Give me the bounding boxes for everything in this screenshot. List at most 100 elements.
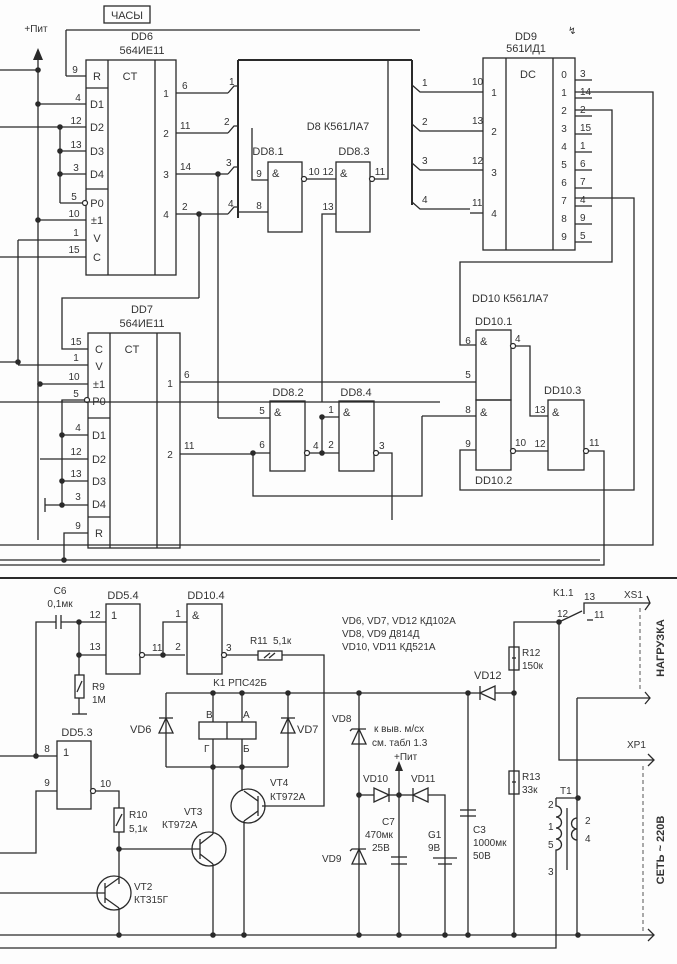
svg-text:8: 8 bbox=[44, 744, 50, 755]
svg-text:VT3: VT3 bbox=[184, 807, 203, 818]
svg-text:25В: 25В bbox=[372, 843, 390, 854]
power-label: +Пит bbox=[24, 24, 48, 35]
diode-vd10: VD10 bbox=[356, 774, 402, 804]
svg-text:470мк: 470мк bbox=[365, 830, 394, 841]
dd9-output-pin: 5 bbox=[580, 231, 586, 242]
svg-text:5,1к: 5,1к bbox=[273, 636, 292, 647]
svg-text:2: 2 bbox=[548, 800, 554, 811]
svg-text:VD7: VD7 bbox=[297, 724, 318, 736]
svg-text:15: 15 bbox=[70, 337, 82, 348]
svg-text:10: 10 bbox=[68, 372, 80, 383]
svg-text:3: 3 bbox=[75, 492, 81, 503]
svg-text:&: & bbox=[552, 407, 560, 419]
svg-text:КТ972А: КТ972А bbox=[270, 792, 306, 803]
dd9-inputs: 10 1 13 2 12 3 11 4 bbox=[470, 77, 497, 220]
svg-text:12: 12 bbox=[70, 447, 82, 458]
transistor-vt2: VT2 КТ315Г bbox=[0, 875, 169, 935]
svg-text:1: 1 bbox=[422, 78, 428, 89]
svg-text:3: 3 bbox=[226, 158, 232, 169]
svg-text:4: 4 bbox=[585, 834, 591, 845]
gate-dd8-3: DD8.3 & 12 13 11 bbox=[321, 60, 389, 402]
svg-text:9: 9 bbox=[72, 65, 78, 76]
svg-text:33к: 33к bbox=[522, 785, 538, 796]
dd8-bus: 1 2 3 4 1 2 3 4 bbox=[224, 59, 470, 218]
svg-text:VD10, VD11 КД521А: VD10, VD11 КД521А bbox=[342, 642, 436, 653]
svg-text:9: 9 bbox=[75, 521, 81, 532]
svg-text:12: 12 bbox=[70, 116, 82, 127]
dd9-chip: DC bbox=[482, 57, 576, 251]
supply-note: к выв. м/сх см. табл 1.3 +Пит bbox=[372, 724, 428, 935]
gate-dd10-3: DD10.3 & 13 12 11 bbox=[0, 385, 605, 566]
dd9-output-num: 0 bbox=[561, 70, 567, 81]
svg-text:9В: 9В bbox=[428, 843, 441, 854]
svg-text:D3: D3 bbox=[92, 476, 106, 488]
svg-text:C7: C7 bbox=[382, 817, 395, 828]
svg-text:2: 2 bbox=[422, 117, 428, 128]
svg-text:D4: D4 bbox=[90, 169, 104, 181]
svg-text:2: 2 bbox=[585, 816, 591, 827]
dd9-output-pin: 15 bbox=[580, 123, 592, 134]
dd6-name: DD6 bbox=[131, 31, 153, 43]
svg-text:R10: R10 bbox=[129, 810, 148, 821]
svg-text:1: 1 bbox=[491, 88, 497, 99]
resistor-r9: R9 1M bbox=[72, 655, 106, 715]
svg-text:D1: D1 bbox=[92, 430, 106, 442]
dd9-output-pin: 3 bbox=[580, 69, 586, 80]
svg-text:8: 8 bbox=[256, 201, 262, 212]
dd7-name: DD7 bbox=[131, 304, 153, 316]
svg-text:10: 10 bbox=[515, 438, 527, 449]
svg-text:R: R bbox=[95, 528, 103, 540]
block-label-frame bbox=[103, 5, 151, 24]
svg-text:VD6, VD7, VD12 КД102А: VD6, VD7, VD12 КД102А bbox=[342, 616, 456, 627]
svg-text:5: 5 bbox=[259, 406, 265, 417]
svg-text:1M: 1M bbox=[92, 695, 106, 706]
svg-text:P0: P0 bbox=[90, 198, 103, 210]
resistor-r13: R13 33к bbox=[508, 693, 541, 938]
svg-text:R12: R12 bbox=[522, 648, 541, 659]
svg-text:4: 4 bbox=[75, 423, 81, 434]
svg-text:DD8.4: DD8.4 bbox=[340, 387, 371, 399]
svg-text:1: 1 bbox=[73, 353, 79, 364]
relay-k1: K1 РПС42Б В А Г Б bbox=[166, 678, 350, 770]
component-notes: VD6, VD7, VD12 КД102А VD8, VD9 Д814Д VD1… bbox=[342, 616, 456, 653]
transistor-vt4: VT4 КТ972А bbox=[230, 767, 306, 935]
dd6-type: 564ИЕ11 bbox=[119, 45, 164, 57]
svg-text:1: 1 bbox=[229, 77, 235, 88]
svg-text:VD6: VD6 bbox=[130, 724, 151, 736]
svg-text:VD10: VD10 bbox=[363, 774, 388, 785]
svg-text:T1: T1 bbox=[560, 786, 572, 797]
svg-text:6: 6 bbox=[465, 336, 471, 347]
svg-text:3: 3 bbox=[379, 441, 385, 452]
svg-text:&: & bbox=[192, 610, 200, 622]
svg-text:14: 14 bbox=[180, 162, 192, 173]
dd7-type: 564ИЕ11 bbox=[119, 318, 164, 330]
svg-text:DD10.4: DD10.4 bbox=[187, 590, 224, 602]
diode-vd11: VD11 bbox=[399, 774, 446, 935]
svg-text:150к: 150к bbox=[522, 661, 544, 672]
diode-vd12: VD12 bbox=[474, 670, 517, 702]
svg-text:&: & bbox=[272, 168, 280, 180]
dd9-name: DD9 bbox=[515, 31, 537, 43]
dd6-inputs: 9 R 4 D1 12 D2 13 D3 3 D4 5 P0 10 ±1 1 V… bbox=[35, 29, 420, 264]
svg-text:6: 6 bbox=[182, 81, 188, 92]
svg-text:R13: R13 bbox=[522, 772, 541, 783]
svg-text:5: 5 bbox=[73, 389, 79, 400]
dd9-output-num: 1 bbox=[561, 88, 567, 99]
svg-text:XS1: XS1 bbox=[624, 590, 643, 601]
gate-dd8-4: DD8.4 & 1 2 3 bbox=[319, 387, 393, 520]
svg-text:В: В bbox=[206, 710, 213, 721]
svg-text:±1: ±1 bbox=[93, 379, 105, 391]
svg-text:VT4: VT4 bbox=[270, 778, 289, 789]
resistor-r11: R11 5,1к bbox=[250, 636, 325, 807]
svg-text:C3: C3 bbox=[473, 825, 486, 836]
svg-text:к выв. м/сх: к выв. м/сх bbox=[374, 724, 424, 735]
svg-text:K1 РПС42Б: K1 РПС42Б bbox=[213, 678, 267, 689]
svg-text:C6: C6 bbox=[54, 586, 67, 597]
svg-text:C: C bbox=[93, 252, 101, 264]
svg-text:11: 11 bbox=[472, 198, 483, 209]
gate-dd10-2: & 8 9 10 DD10.2 bbox=[465, 399, 548, 487]
svg-text:1: 1 bbox=[63, 747, 69, 759]
svg-text:CT: CT bbox=[125, 344, 140, 356]
svg-text:9: 9 bbox=[465, 439, 471, 450]
